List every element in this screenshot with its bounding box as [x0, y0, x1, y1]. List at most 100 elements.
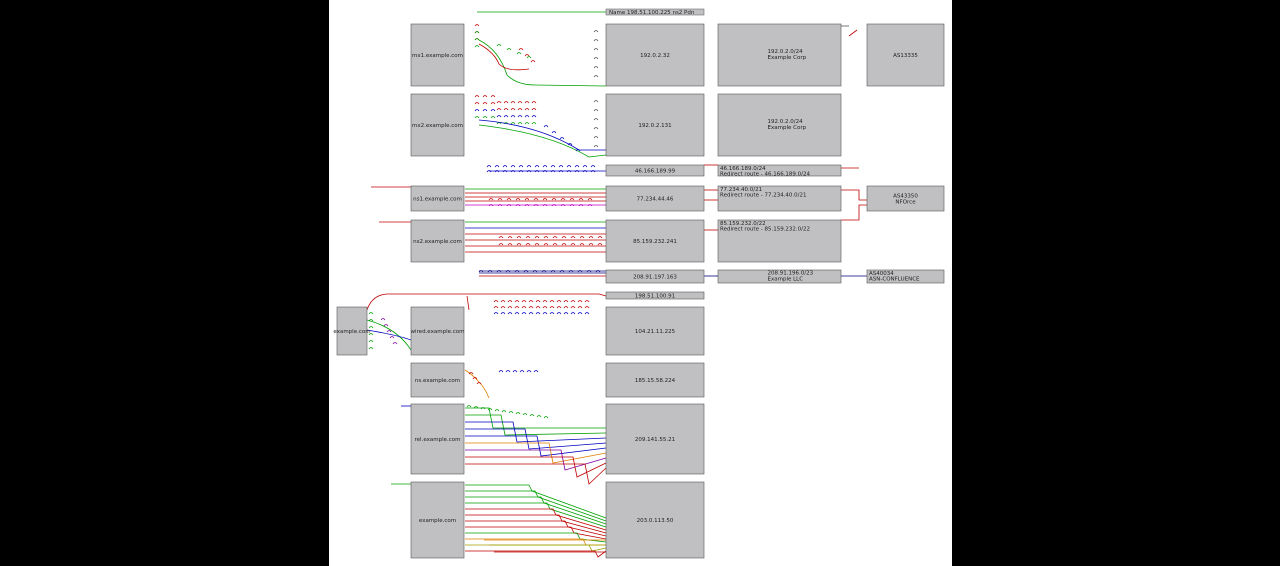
edge-arrow-mark	[500, 312, 506, 315]
address-node-a4[interactable]: 77.234.44.46	[605, 185, 705, 212]
edge-arrow-mark	[531, 108, 537, 111]
origin-node[interactable]: example.com	[333, 306, 371, 356]
edge-arrow-mark	[380, 318, 386, 321]
edge-arrow-mark	[493, 300, 499, 303]
header-label: Name 198.51.100.225 ns2 Pdn	[609, 10, 695, 16]
source-node-s4[interactable]: ns2.example.com	[410, 219, 465, 263]
source-node-s1[interactable]: mx1.example.com	[410, 23, 465, 87]
edge-arrow-mark	[519, 370, 525, 373]
prefix-label: 192.0.2.0/24	[768, 119, 804, 125]
source-node-s7[interactable]: example.com	[410, 481, 465, 559]
edge-arrow-mark	[496, 101, 502, 104]
edge-arrow-mark	[525, 236, 531, 239]
source-node-s3-box	[410, 185, 465, 212]
edge-arrow-mark	[482, 116, 488, 119]
edge-arrow-mark	[570, 306, 576, 309]
prefix-label: 208.91.196.0/23	[768, 271, 814, 277]
edge-arrow-mark	[542, 204, 548, 207]
address-node-a10-box	[605, 403, 705, 475]
edge-arrow-mark	[577, 306, 583, 309]
edge-arrow-mark	[490, 102, 496, 105]
source-node-s2[interactable]: mx2.example.com	[410, 93, 465, 157]
edge-arrow-mark	[566, 170, 572, 173]
edge-arrow-mark	[593, 75, 599, 78]
source-node-s2-label: mx2.example.com	[412, 123, 463, 129]
edge-arrow-mark	[534, 243, 540, 246]
edge-arrow-mark	[517, 101, 523, 104]
source-node-s3[interactable]: ns1.example.com	[410, 185, 465, 212]
edge	[465, 502, 607, 528]
edge-arrow-mark	[524, 122, 530, 125]
edge-arrow-mark	[563, 312, 569, 315]
edge-arrow-mark	[552, 243, 558, 246]
edge-arrow-mark	[587, 198, 593, 201]
edge-arrow-mark	[487, 270, 493, 273]
address-node-a8[interactable]: 104.21.11.225	[605, 306, 705, 356]
edge-arrow-mark	[542, 312, 548, 315]
address-node-a1[interactable]: 192.0.2.32	[605, 23, 705, 87]
edge-arrow-mark	[476, 382, 482, 385]
header-node[interactable]: Name 198.51.100.225 ns2 Pdn	[605, 8, 705, 16]
prefix-label: 85.159.232.0/22	[720, 221, 766, 227]
address-node-a7[interactable]: 198.51.100.91	[605, 291, 705, 300]
edge-arrow-mark	[512, 370, 518, 373]
edge-arrow-mark	[514, 270, 520, 273]
source-node-s4-box	[410, 219, 465, 263]
source-node-s5[interactable]: rel.example.com	[410, 403, 465, 475]
edge	[478, 119, 606, 151]
source-node-s9[interactable]: wired.example.com	[411, 306, 465, 356]
edge-arrow-mark	[590, 165, 596, 168]
edge-arrow-mark	[510, 108, 516, 111]
address-node-a9[interactable]: 185.15.58.224	[605, 362, 705, 398]
edge-arrow-mark	[570, 312, 576, 315]
edge-arrow-mark	[586, 270, 592, 273]
edge-arrow-mark	[584, 306, 590, 309]
edge	[465, 550, 607, 558]
address-node-a10[interactable]: 209.141.55.21	[605, 403, 705, 475]
prefix-label: Example Corp	[768, 55, 807, 61]
edge-arrow-mark	[535, 306, 541, 309]
edge-arrow-mark	[526, 165, 532, 168]
asn-label: AS43350	[893, 194, 918, 200]
asn-node-as1[interactable]: AS13335	[866, 23, 945, 87]
address-node-a11[interactable]: 203.0.113.50	[605, 481, 705, 559]
edge-arrow-mark	[533, 370, 539, 373]
edge-arrow-mark	[392, 342, 398, 345]
edge-arrow-mark	[593, 57, 599, 60]
edge-arrow-mark	[490, 116, 496, 119]
edge-arrow-mark	[478, 270, 484, 273]
edge-arrow-mark	[542, 198, 548, 201]
edge-arrow-mark	[517, 122, 523, 125]
source-node-s6[interactable]: ns.example.com	[410, 362, 465, 398]
address-node-a5[interactable]: 85.159.232.241	[605, 219, 705, 263]
edge-arrow-mark	[503, 115, 509, 118]
edge-arrow-mark	[508, 411, 514, 414]
edge-arrow-mark	[542, 300, 548, 303]
edge-arrow-mark	[543, 236, 549, 239]
edge	[848, 29, 858, 37]
address-node-a6[interactable]: 208.91.197.163	[605, 269, 705, 284]
asn-label: AS40034	[869, 271, 894, 277]
edge-arrow-mark	[474, 109, 480, 112]
source-node-s1-label: mx1.example.com	[412, 53, 463, 59]
edge-arrow-mark	[584, 300, 590, 303]
edge-arrow-mark	[490, 109, 496, 112]
edge-arrow-mark	[531, 115, 537, 118]
address-node-a2-box	[605, 93, 705, 157]
edge-arrow-mark	[559, 270, 565, 273]
edge-arrow-mark	[560, 198, 566, 201]
origin-node-box	[336, 306, 368, 356]
source-node-s4-label: ns2.example.com	[413, 239, 462, 245]
edge-arrow-mark	[574, 165, 580, 168]
address-node-a3[interactable]: 46.166.189.99	[605, 164, 705, 177]
address-node-a2[interactable]: 192.0.2.131	[605, 93, 705, 157]
edge-arrow-mark	[568, 270, 574, 273]
